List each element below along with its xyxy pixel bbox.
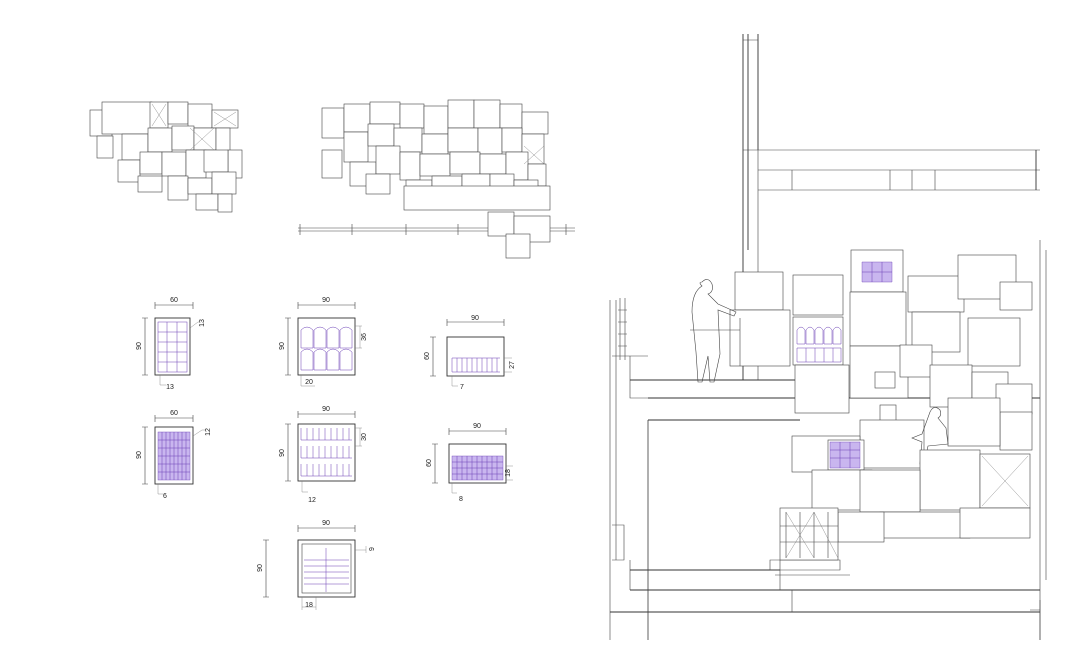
module-detail-6: 90 60 18 8: [426, 423, 513, 503]
module-5-width: 90: [322, 406, 330, 413]
floor-plan-left: [89, 101, 243, 213]
module-3-detail-b: 7: [460, 384, 464, 391]
module-detail-2: 90 90 36 20: [279, 297, 368, 387]
module-2-height: 90: [279, 342, 286, 350]
module-6-detail-b: 8: [459, 496, 463, 503]
module-2-width: 90: [322, 297, 330, 304]
module-6-detail-a: 18: [505, 469, 512, 477]
module-3-detail-a: 27: [509, 361, 516, 369]
module-2-detail-a: 36: [361, 333, 368, 341]
module-4-detail-a: 12: [205, 428, 212, 436]
module-4-height: 90: [136, 451, 143, 459]
module-2-detail-b: 20: [305, 379, 313, 386]
module-detail-5: 90 90 30 12: [279, 406, 368, 504]
module-7-width: 90: [322, 520, 330, 527]
module-7-height: 90: [257, 564, 264, 572]
module-1-detail-b: 13: [166, 384, 174, 391]
module-7-detail-a: 9: [369, 547, 376, 551]
module-6-height: 60: [426, 459, 433, 467]
module-5-height: 90: [279, 449, 286, 457]
module-detail-3: 90 60 27 7: [424, 315, 516, 391]
module-5-detail-a: 30: [361, 433, 368, 441]
module-5-detail-b: 12: [308, 497, 316, 504]
floor-plan-right: [298, 99, 575, 259]
building-section: [609, 34, 1047, 640]
module-3-height: 60: [424, 352, 431, 360]
module-1-height: 90: [136, 342, 143, 350]
module-4-width: 60: [170, 410, 178, 417]
module-1-width: 60: [170, 297, 178, 304]
module-3-width: 90: [471, 315, 479, 322]
module-detail-7: 90 90 9 18: [257, 520, 376, 610]
module-6-width: 90: [473, 423, 481, 430]
module-4-detail-b: 6: [163, 493, 167, 500]
module-7-detail-b: 18: [305, 602, 313, 609]
module-detail-1: 60 90 13 13: [136, 297, 206, 391]
module-1-detail-a: 13: [199, 319, 206, 327]
module-detail-4: 60 90 12 6: [136, 410, 212, 500]
